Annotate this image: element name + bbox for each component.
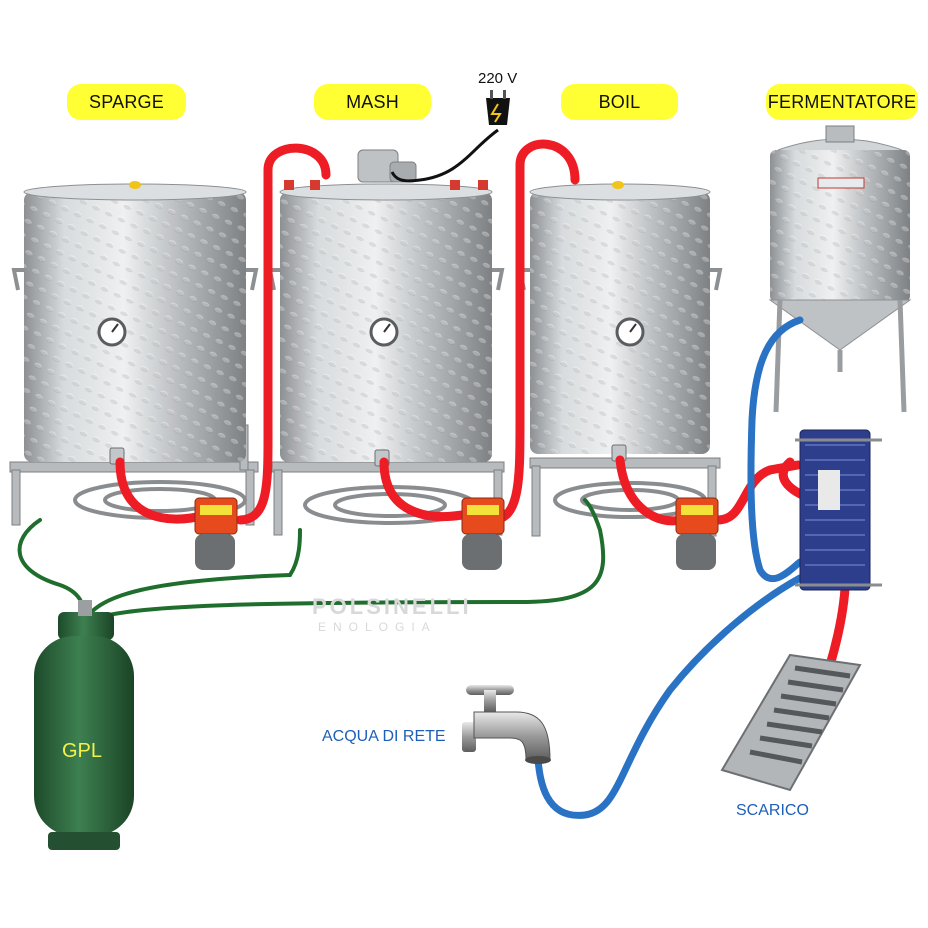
watermark-line2: ENOLOGIA bbox=[318, 620, 437, 634]
label-mash: MASH bbox=[314, 84, 431, 120]
pump-sparge bbox=[194, 497, 238, 570]
fermentatore-tank bbox=[768, 125, 912, 413]
label-acqua-di-rete: ACQUA DI RETE bbox=[322, 728, 446, 745]
label-gpl: GPL bbox=[62, 740, 103, 762]
label-sparge: SPARGE bbox=[67, 84, 186, 120]
gas-cylinder-icon bbox=[34, 600, 134, 850]
label-fermentatore: FERMENTATORE bbox=[766, 84, 918, 120]
drain-grate-icon bbox=[720, 653, 862, 792]
label-power: 220 V bbox=[478, 70, 518, 87]
cold-water-hoses bbox=[534, 316, 804, 819]
thermometer-icon bbox=[97, 317, 645, 347]
label-boil: BOIL bbox=[561, 84, 678, 120]
boil-tank bbox=[517, 181, 723, 454]
pump-mash bbox=[461, 497, 505, 570]
pump-boil bbox=[675, 497, 719, 570]
sparge-tank bbox=[11, 181, 259, 462]
electric-plug-icon bbox=[390, 90, 510, 183]
label-scarico: SCARICO bbox=[736, 802, 809, 819]
plate-heat-exchanger bbox=[795, 429, 882, 591]
mash-tank bbox=[267, 149, 505, 462]
watermark-line1: POLSINELLI bbox=[312, 594, 472, 619]
water-tap-icon bbox=[462, 685, 551, 764]
